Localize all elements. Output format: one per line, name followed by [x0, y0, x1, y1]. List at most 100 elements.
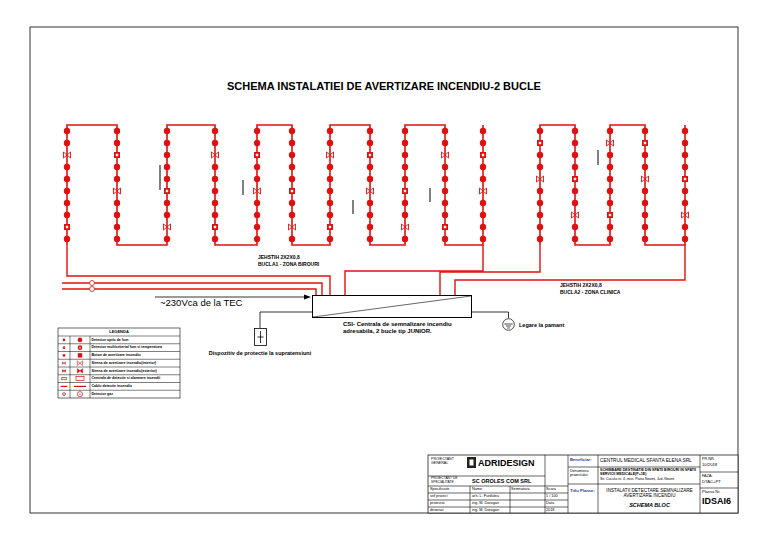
smoke-detector-symbol	[114, 140, 120, 146]
smoke-detector-symbol	[442, 236, 448, 242]
smoke-detector-symbol	[607, 152, 613, 158]
legend-text: Sirena de avertizare incendiu(interior)	[92, 361, 180, 365]
legend-symbol	[63, 370, 66, 372]
device-tag-mark	[160, 165, 161, 190]
drawing-title: SCHEMA INSTALATIEI DE AVERTIZARE INCENDI…	[0, 80, 768, 93]
smoke-detector-symbol	[607, 200, 613, 206]
smoke-detector-symbol	[64, 236, 70, 242]
legend-grid-line	[58, 351, 180, 352]
call-point-symbol	[166, 190, 168, 192]
smoke-detector-symbol	[114, 236, 120, 242]
smoke-detector-symbol	[572, 200, 578, 206]
legend-symbol	[63, 394, 64, 395]
call-point-symbol	[327, 224, 333, 230]
smoke-detector-symbol	[327, 236, 333, 242]
smoke-detector-symbol	[642, 128, 648, 134]
smoke-detector-symbol	[442, 212, 448, 218]
smoke-detector-symbol	[480, 212, 486, 218]
smoke-detector-symbol	[64, 212, 70, 218]
earth-connection: Legare la pamant	[502, 318, 515, 331]
smoke-detector-symbol	[572, 152, 578, 158]
smoke-detector-symbol	[212, 200, 218, 206]
smoke-detector-symbol	[682, 152, 688, 158]
smoke-detector-symbol	[402, 236, 408, 242]
smoke-detector-symbol	[402, 128, 408, 134]
smoke-detector-symbol	[212, 236, 218, 242]
siren-symbol	[402, 224, 409, 230]
smoke-detector-symbol	[572, 224, 578, 230]
call-point-symbol	[254, 152, 260, 158]
annotation-label: proiectat	[430, 501, 469, 505]
panel-caption: CSI- Centrala de semnalizare incendiu ad…	[343, 321, 478, 335]
smoke-detector-symbol	[212, 164, 218, 170]
legend-symbol	[77, 369, 82, 373]
annotation-label: INSTALATII DETECTARE SEMNALIZARE AVERTIZ…	[600, 488, 699, 499]
title-block-line	[545, 455, 546, 513]
smoke-detector-symbol	[642, 152, 648, 158]
panel-diagonal	[313, 296, 471, 317]
wire-connector	[472, 312, 509, 318]
smoke-detector-symbol	[327, 128, 333, 134]
annotation-label: 1 / 100	[546, 494, 567, 498]
legend-symbol	[77, 392, 82, 397]
smoke-detector-symbol	[327, 212, 333, 218]
smoke-detector-symbol	[327, 188, 333, 194]
smoke-detector-symbol	[402, 140, 408, 146]
smoke-detector-symbol	[442, 140, 448, 146]
smoke-detector-symbol	[572, 128, 578, 134]
smoke-detector-symbol	[212, 128, 218, 134]
smoke-detector-symbol	[367, 140, 373, 146]
legend-box	[58, 328, 180, 398]
loop-1-cable	[67, 125, 483, 245]
smoke-detector-symbol	[289, 176, 295, 182]
annotation-label: JEHSTIH 2X2X0,8	[560, 283, 655, 289]
smoke-detector-symbol	[64, 176, 70, 182]
call-point-symbol	[607, 212, 613, 218]
legend-grid-line	[58, 367, 180, 368]
outdoor-siren-symbol	[90, 281, 95, 286]
smoke-detector-symbol	[164, 200, 170, 206]
smoke-detector-symbol	[212, 176, 218, 182]
smoke-detector-symbol	[64, 188, 70, 194]
annotation-label: FAZA:	[702, 474, 736, 478]
smoke-detector-symbol	[607, 128, 613, 134]
control-panel: CSI- Centrala de semnalizare incendiu ad…	[312, 295, 472, 318]
siren-symbol	[480, 188, 487, 194]
annotation-label: SCHIMBARE DESTINATIE DIN SPATII BIROURI …	[600, 468, 699, 476]
legend-text: Buton de avertizare incendiu	[92, 353, 180, 357]
legend-grid-line	[70, 336, 71, 398]
annotation-label: ADRIDESIGN	[478, 458, 544, 468]
smoke-detector-symbol	[64, 140, 70, 146]
grid-line	[510, 486, 511, 513]
call-point-symbol	[482, 154, 484, 156]
surge-protector-symbol	[254, 328, 267, 346]
smoke-detector-symbol	[289, 236, 295, 242]
panel-diagonal	[313, 296, 471, 317]
earth-symbol	[506, 326, 511, 327]
smoke-detector-symbol	[367, 236, 373, 242]
smoke-detector-symbol	[402, 164, 408, 170]
smoke-detector-symbol	[682, 188, 688, 194]
annotation-label: Scara	[546, 487, 567, 491]
call-point-symbol	[404, 190, 406, 192]
annotation-label: ing. M. Dorogan	[472, 501, 509, 505]
legend-symbol	[63, 362, 66, 364]
call-point-symbol	[642, 140, 648, 146]
call-point-symbol	[537, 140, 543, 146]
title-block-line	[428, 486, 568, 487]
call-point-symbol	[480, 152, 486, 158]
call-point-symbol	[539, 142, 541, 144]
call-point-symbol	[444, 226, 446, 228]
siren-feeder	[62, 289, 316, 295]
smoke-detector-symbol	[537, 152, 543, 158]
smoke-detector-symbol	[572, 164, 578, 170]
smoke-detector-symbol	[367, 200, 373, 206]
call-point-symbol	[212, 224, 218, 230]
smoke-detector-symbol	[442, 128, 448, 134]
call-point-symbol	[214, 226, 216, 228]
call-point-symbol	[66, 226, 68, 228]
smoke-detector-symbol	[537, 188, 543, 194]
smoke-detector-symbol	[480, 140, 486, 146]
device-caption: Dispozitiv de protectie la supratensiuni	[195, 350, 325, 356]
annotation-label: sef proiect	[430, 494, 469, 498]
